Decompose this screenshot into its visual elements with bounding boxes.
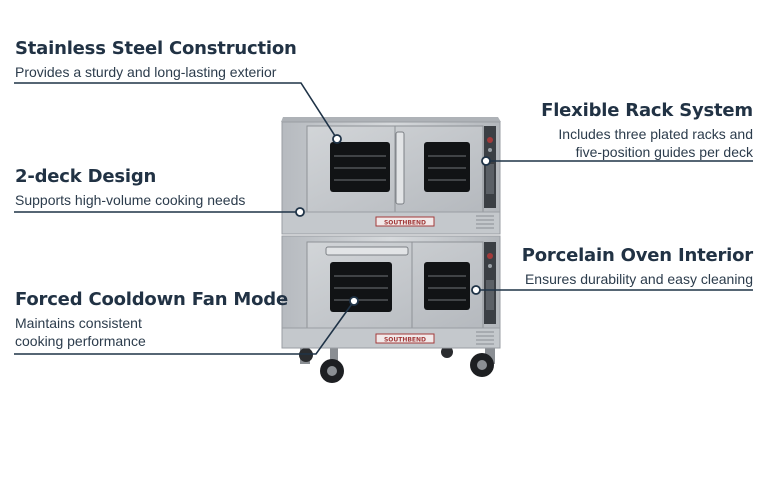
callout-flexible-rack: Flexible Rack System Includes three plat… bbox=[541, 100, 753, 161]
marker-stainless bbox=[332, 134, 342, 144]
callout-title: 2-deck Design bbox=[15, 166, 157, 187]
marker-twodeck bbox=[295, 207, 305, 217]
marker-forced bbox=[349, 296, 359, 306]
callout-stainless-steel: Stainless Steel Construction Provides a … bbox=[15, 38, 297, 81]
callout-title: Porcelain Oven Interior bbox=[521, 245, 753, 266]
brand-plate-lower: SOUTHBEND bbox=[384, 337, 426, 344]
marker-rack bbox=[481, 156, 491, 166]
marker-porcelain bbox=[471, 285, 481, 295]
callout-title: Forced Cooldown Fan Mode bbox=[15, 289, 288, 310]
leader-forced bbox=[14, 300, 355, 355]
callout-title: Stainless Steel Construction bbox=[15, 38, 297, 59]
brand-plate-upper: SOUTHBEND bbox=[384, 220, 426, 227]
callout-description: Maintains consistent cooking performance bbox=[15, 314, 288, 350]
callout-porcelain-interior: Porcelain Oven Interior Ensures durabili… bbox=[522, 245, 753, 288]
callout-description: Supports high-volume cooking needs bbox=[15, 192, 246, 208]
description-line: Includes three plated racks and bbox=[558, 126, 753, 142]
callout-forced-cooldown: Forced Cooldown Fan Mode Maintains consi… bbox=[15, 289, 288, 350]
leader-stainless bbox=[14, 82, 338, 140]
callout-description: Includes three plated racks and five-pos… bbox=[541, 125, 753, 161]
description-line: Maintains consistent bbox=[15, 315, 142, 331]
description-line: cooking performance bbox=[15, 333, 146, 349]
description-line: five-position guides per deck bbox=[575, 144, 753, 160]
callout-2-deck-design: 2-deck Design Supports high-volume cooki… bbox=[15, 166, 245, 209]
caster-wheels bbox=[299, 345, 495, 383]
callout-title: Flexible Rack System bbox=[541, 100, 753, 121]
lower-deck bbox=[281, 235, 501, 349]
upper-deck bbox=[281, 121, 501, 235]
callout-description: Provides a sturdy and long-lasting exter… bbox=[15, 64, 277, 80]
callout-description: Ensures durability and easy cleaning bbox=[524, 271, 753, 287]
